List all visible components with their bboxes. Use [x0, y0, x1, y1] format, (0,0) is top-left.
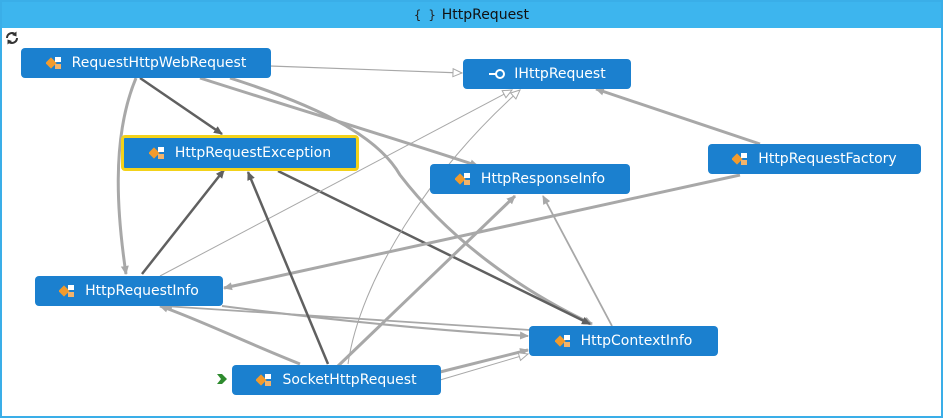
edge-factory-requestinfo [223, 173, 741, 291]
node-label: RequestHttpWebRequest [71, 55, 247, 71]
edge-socket-ihttp [347, 89, 521, 365]
edge-factory-ihttp [595, 87, 761, 146]
edge-socket-exception [246, 171, 330, 365]
diagram-title: HttpRequest [441, 7, 529, 23]
class-icon [732, 153, 748, 165]
edge-contextinfo-responseinfo [542, 195, 613, 327]
edge-socket-requestinfo [159, 304, 301, 366]
namespace-icon: { } [414, 8, 436, 22]
node-http-context-info[interactable]: HttpContextInfo [529, 326, 718, 356]
class-icon [454, 173, 470, 185]
edge-requestinfo-contextinfo [221, 305, 529, 340]
entry-point-icon [217, 374, 227, 384]
interface-icon [489, 69, 506, 79]
node-http-request-factory[interactable]: HttpRequestFactory [708, 144, 921, 174]
edge-socket-contextinfo-2 [439, 352, 530, 381]
edge-rhwr-ihttp [269, 65, 464, 78]
refresh-icon[interactable] [4, 30, 20, 46]
node-label: HttpResponseInfo [480, 171, 606, 187]
node-ihttp-request[interactable]: IHttpRequest [463, 59, 631, 89]
node-label: HttpRequestException [174, 145, 332, 161]
edge-requestinfo-exception [141, 169, 225, 275]
class-icon [554, 335, 570, 347]
class-icon [256, 374, 272, 386]
class-icon [59, 285, 75, 297]
node-label: HttpRequestFactory [758, 151, 897, 167]
node-label: HttpContextInfo [580, 333, 693, 349]
edge-requestinfo-ihttp [159, 89, 514, 277]
class-icon [148, 147, 164, 159]
node-http-request-info[interactable]: HttpRequestInfo [35, 276, 223, 306]
node-label: IHttpRequest [514, 66, 606, 82]
node-http-request-exception[interactable]: HttpRequestException [121, 135, 359, 171]
edge-rhwr-requestinfo [116, 77, 138, 275]
title-bar: { } HttpRequest [2, 2, 941, 28]
node-socket-http-request[interactable]: SocketHttpRequest [232, 365, 441, 395]
edge-contextinfo-requestinfo [163, 302, 531, 331]
node-label: HttpRequestInfo [85, 283, 199, 299]
edge-exception-contextinfo [277, 169, 591, 326]
edge-socket-contextinfo [439, 348, 529, 374]
edge-rhwr-contextinfo [229, 76, 593, 326]
node-label: SocketHttpRequest [282, 372, 417, 388]
node-request-http-web-request[interactable]: RequestHttpWebRequest [21, 48, 271, 78]
class-icon [45, 57, 61, 69]
edge-rhwr-exception [139, 76, 223, 136]
edge-rhwr-responseinfo [199, 76, 479, 168]
node-http-response-info[interactable]: HttpResponseInfo [430, 164, 630, 194]
edge-socket-responseinfo [336, 194, 517, 368]
